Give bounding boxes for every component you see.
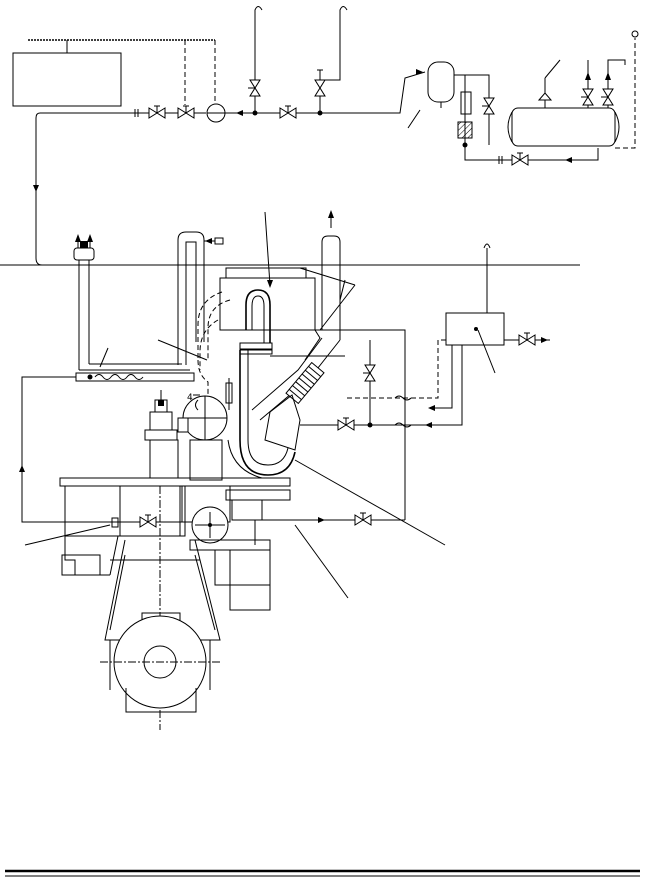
control-panel-box [12,52,122,107]
bottom-rule [5,869,640,877]
small-receiver [427,61,455,103]
leader-lines [24,211,496,599]
engine-frame-top [59,477,291,487]
vessel-valve-2[interactable] [600,88,614,106]
supply-line [33,69,426,258]
exhaust-stack [321,210,346,340]
drain-valve-left[interactable] [139,514,157,528]
air-vessel [511,107,616,147]
vent-lines [247,6,348,113]
vessel-drain-valve[interactable] [511,152,529,166]
control-panel-group [12,39,216,107]
drain-loop-left [19,376,185,528]
heating-line [75,372,195,382]
u-bend-pipe [227,350,296,479]
engine-top [59,390,291,611]
vent-head [73,247,95,261]
line-valve-3[interactable] [354,512,372,526]
supply-valve-1[interactable] [148,105,166,119]
filter-hatched [457,121,473,139]
turbocharger: 4 [177,378,233,481]
receiver-box [219,277,316,331]
vent-pipe-left [35,234,190,371]
tank-valve[interactable] [518,332,536,346]
right-tank [445,312,505,346]
air-receiver-group [407,30,639,166]
vessel-valve-1[interactable] [580,88,594,106]
supply-valve-2[interactable] [177,105,195,119]
exhaust-receiver [219,267,345,361]
receiver-top-box [225,267,307,279]
right-piping [254,243,550,545]
filter-element [460,91,472,115]
vent-valve-1[interactable] [247,79,261,97]
line-valve-2[interactable] [362,364,376,382]
valve-label: 4 [187,393,193,403]
line-valve-1[interactable] [337,417,355,431]
dashed-bend-pipe [197,291,231,410]
supply-valve-3[interactable] [279,105,297,119]
filter-valve[interactable] [481,97,495,115]
engine-bottom [61,486,222,730]
expansion-joint [251,337,341,451]
riser-pipe [177,231,224,365]
